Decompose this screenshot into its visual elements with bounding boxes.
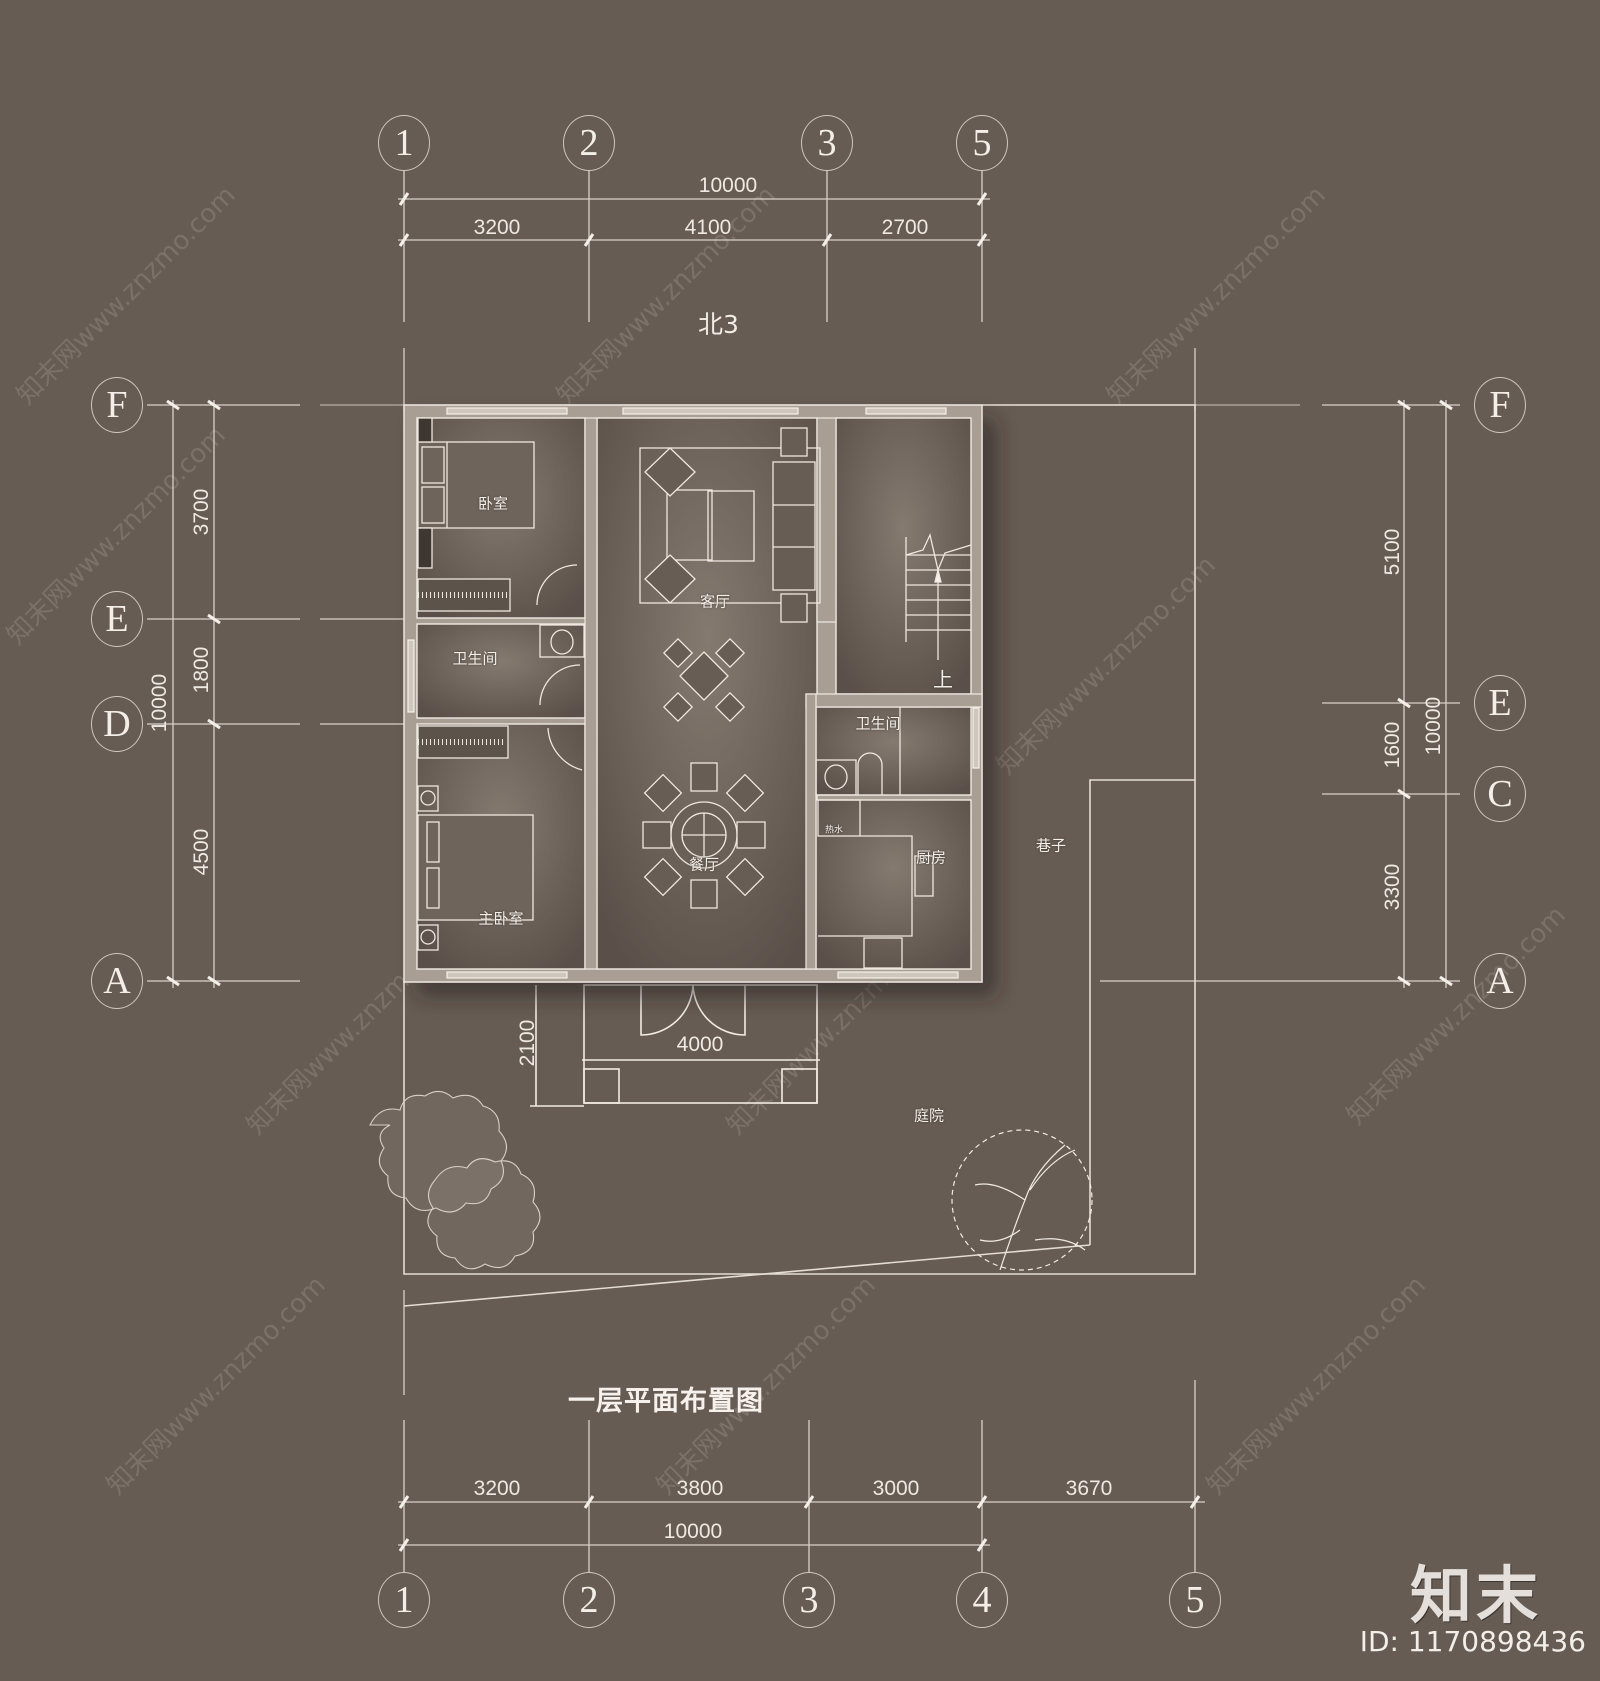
axis-bubble-left-D: D <box>91 696 143 752</box>
right-total-dimension: 10000 <box>1422 696 1445 756</box>
room-label-living-room: 客厅 <box>699 592 731 611</box>
right-dimension-2: 1600 <box>1381 721 1404 769</box>
axis-bubble-bottom-3: 3 <box>783 1572 835 1628</box>
left-total-dimension: 10000 <box>148 673 171 733</box>
axis-bubble-top-5: 5 <box>956 115 1008 171</box>
area-label-alley: 巷子 <box>1035 836 1067 855</box>
axis-bubble-right-C: C <box>1474 766 1526 822</box>
image-id-label: ID: 1170898436 <box>1359 1625 1586 1658</box>
bottom-dimension-1: 3200 <box>473 1477 521 1500</box>
axis-bubble-bottom-1: 1 <box>378 1572 430 1628</box>
stairs-up-label: 上 <box>933 667 953 692</box>
room-label-kitchen: 厨房 <box>915 848 947 867</box>
axis-bubble-top-2: 2 <box>563 115 615 171</box>
area-label-courtyard: 庭院 <box>913 1106 945 1125</box>
room-label-dining-room: 餐厅 <box>688 855 720 874</box>
axis-bubble-right-F: F <box>1474 377 1526 433</box>
left-dimension-1: 3700 <box>190 488 213 536</box>
room-label-water-heater: 热水 <box>824 825 844 836</box>
top-dimension-1: 3200 <box>473 216 521 239</box>
axis-bubble-top-1: 1 <box>378 115 430 171</box>
axis-bubble-left-E: E <box>91 591 143 647</box>
axis-bubble-left-F: F <box>91 377 143 433</box>
north-label: 北3 <box>698 310 739 339</box>
top-dimension-3: 2700 <box>881 216 929 239</box>
bottom-dimension-3: 3000 <box>872 1477 920 1500</box>
right-dimension-1: 5100 <box>1381 528 1404 576</box>
axis-bubble-left-A: A <box>91 953 143 1009</box>
top-dimension-2: 4100 <box>684 216 732 239</box>
bottom-total-dimension: 10000 <box>663 1520 723 1543</box>
axis-bubble-right-A: A <box>1474 953 1526 1009</box>
axis-bubble-top-3: 3 <box>801 115 853 171</box>
axis-bubble-bottom-5: 5 <box>1169 1572 1221 1628</box>
left-dimension-2: 1800 <box>190 646 213 694</box>
axis-bubble-bottom-2: 2 <box>563 1572 615 1628</box>
top-total-dimension: 10000 <box>698 174 758 197</box>
drawing-title: 一层平面布置图 <box>568 1386 764 1417</box>
right-dimension-3: 3300 <box>1381 863 1404 911</box>
axis-bubble-bottom-4: 4 <box>956 1572 1008 1628</box>
bottom-dimension-4: 3670 <box>1065 1477 1113 1500</box>
room-label-bedroom: 卧室 <box>477 494 509 513</box>
axis-bubble-right-E: E <box>1474 675 1526 731</box>
room-label-bathroom-2: 卫生间 <box>855 714 901 733</box>
porch-depth-dimension: 2100 <box>516 1019 539 1067</box>
room-label-master-bedroom: 主卧室 <box>478 909 524 928</box>
brand-logo: 知末 <box>1409 1559 1542 1632</box>
bottom-dimension-2: 3800 <box>676 1477 724 1500</box>
room-label-bathroom-1: 卫生间 <box>452 649 498 668</box>
left-dimension-3: 4500 <box>190 828 213 876</box>
porch-width-dimension: 4000 <box>676 1033 724 1056</box>
